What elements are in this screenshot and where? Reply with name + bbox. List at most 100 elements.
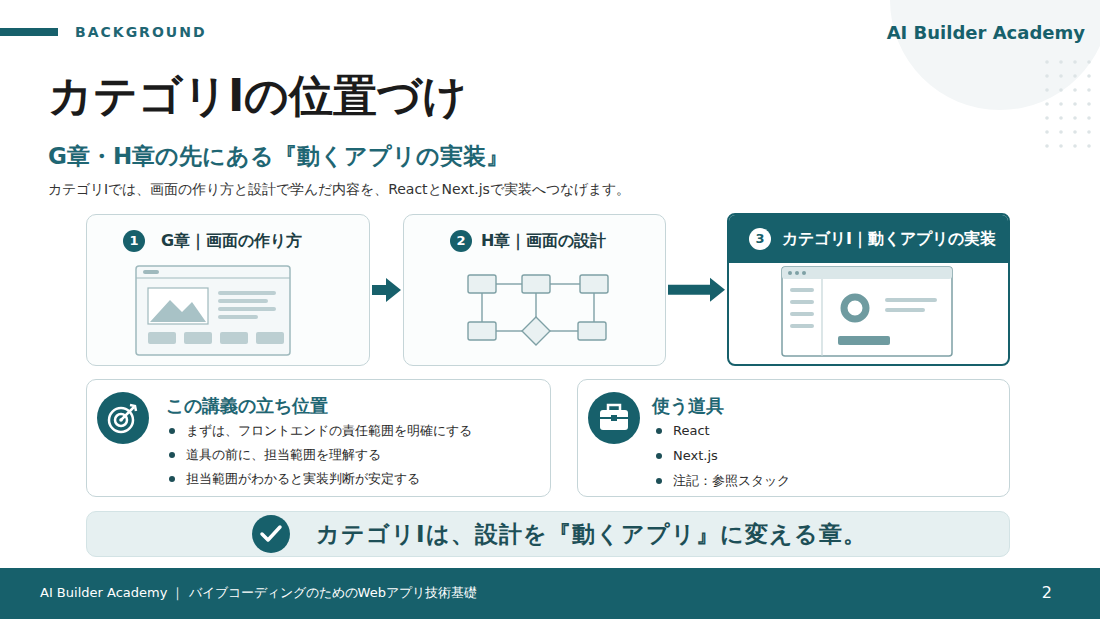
sidebar-line [790,300,814,304]
step-number: 2 [450,230,472,252]
sidebar-line [790,288,814,292]
arrow-shaft [668,285,710,295]
check-icon [252,515,290,553]
step-box: 2 H章｜画面の設計 [403,214,666,366]
step-heading: G章｜画面の作り方 [161,229,302,253]
grid-dot [1045,130,1049,134]
subtitle: G章・H章の先にある『動くアプリの実装』 [48,141,509,171]
text-line [218,315,258,319]
grid-dot [1059,116,1063,120]
grid-dot [1087,144,1091,148]
grid-dot [1059,130,1063,134]
grid-dot [1045,60,1049,64]
donut-chart [844,297,866,319]
bullet-dot [656,428,662,434]
corner-circle [890,0,1100,110]
grid-dot [1059,144,1063,148]
grid-dot [1087,116,1091,120]
app-button [838,336,890,345]
icon-circle [588,392,640,444]
app-wireframe [782,267,952,356]
button-block [220,332,248,344]
brand-name: AI Builder Academy [887,21,1085,45]
toolbox-latch [611,415,617,421]
grid-dot [1087,74,1091,78]
card-heading: この講義の立ち位置 [166,393,328,419]
text-line [218,307,276,311]
slide-title: カテゴリIの位置づけ [48,68,467,124]
grid-dot [1087,60,1091,64]
icon-circle [252,515,290,553]
flow-diamond [522,317,550,345]
app-dot [802,271,806,275]
target-ring [109,408,133,432]
grid-dot [1073,88,1077,92]
grid-dot [1073,130,1077,134]
grid-dot [1059,60,1063,64]
step-number: 3 [749,228,771,250]
flow-line [550,330,578,331]
flow-line [496,283,522,284]
grid-dot [1045,144,1049,148]
flow-line [593,293,594,322]
target-ring [115,414,127,426]
page-wireframe [136,266,290,355]
grid-dot [1073,102,1077,106]
check-mark [262,527,280,540]
flow-rect [578,322,606,340]
flow-line [481,293,482,322]
section-label: BACKGROUND [75,23,207,41]
browser-frame [136,266,290,355]
bullet-text: 道具の前に、担当範囲を理解する [186,446,381,464]
app-dot [795,271,799,275]
grid-dot [1073,60,1077,64]
flow-line [550,283,580,284]
grid-dot [1073,144,1077,148]
bullet-text: 担当範囲がわかると実装判断が安定する [186,470,420,488]
bullet-dot [656,453,662,459]
flow-arrow [668,278,725,302]
summary-band: カテゴリIは、設計を『動くアプリ』に変える章。 [86,511,1010,557]
flow-rect [468,322,496,340]
summary-text: カテゴリIは、設計を『動くアプリ』に変える章。 [316,521,867,547]
arrow-head [386,278,401,302]
image-placeholder [148,288,208,324]
flow-rect [468,275,496,293]
footer-band: AI Builder Academy ｜ バイブコーディングのためのWebアプリ… [0,568,1100,619]
grid-dot [1087,102,1091,106]
target-icon [97,392,149,444]
browser-bar [136,277,290,278]
text-line [885,308,925,312]
bullet-dot [169,428,175,434]
flow-line [496,330,522,331]
description: カテゴリIでは、画面の作り方と設計で学んだ内容を、ReactとNext.jsで実… [48,179,630,199]
toolbox-seam [600,417,628,419]
sidebar-line [790,324,814,328]
grid-dot [1087,88,1091,92]
button-block [256,332,284,344]
step-heading: H章｜画面の設計 [481,229,606,253]
grid-dot [1059,74,1063,78]
button-block [184,332,212,344]
toolbox-icon [588,392,640,444]
browser-dots [143,270,159,274]
app-frame [782,267,952,356]
grid-dot [1073,74,1077,78]
dot-grid [1045,60,1091,148]
toolbox-body [600,410,628,430]
grid-dot [1073,116,1077,120]
flow-rect [522,275,550,293]
target-center [119,418,123,422]
target-arrow-head [130,405,136,411]
flow-sketch [468,275,608,345]
grid-dot [1059,88,1063,92]
mountain-shape [150,300,206,322]
grid-dot [1045,102,1049,106]
step-number: 1 [123,230,145,252]
icon-circle [97,392,149,444]
text-line [885,298,937,302]
flow-arrow [372,278,401,302]
bullet-text: 注記：参照スタック [673,472,790,490]
grid-dot [1045,116,1049,120]
sidebar-divider [821,279,822,356]
